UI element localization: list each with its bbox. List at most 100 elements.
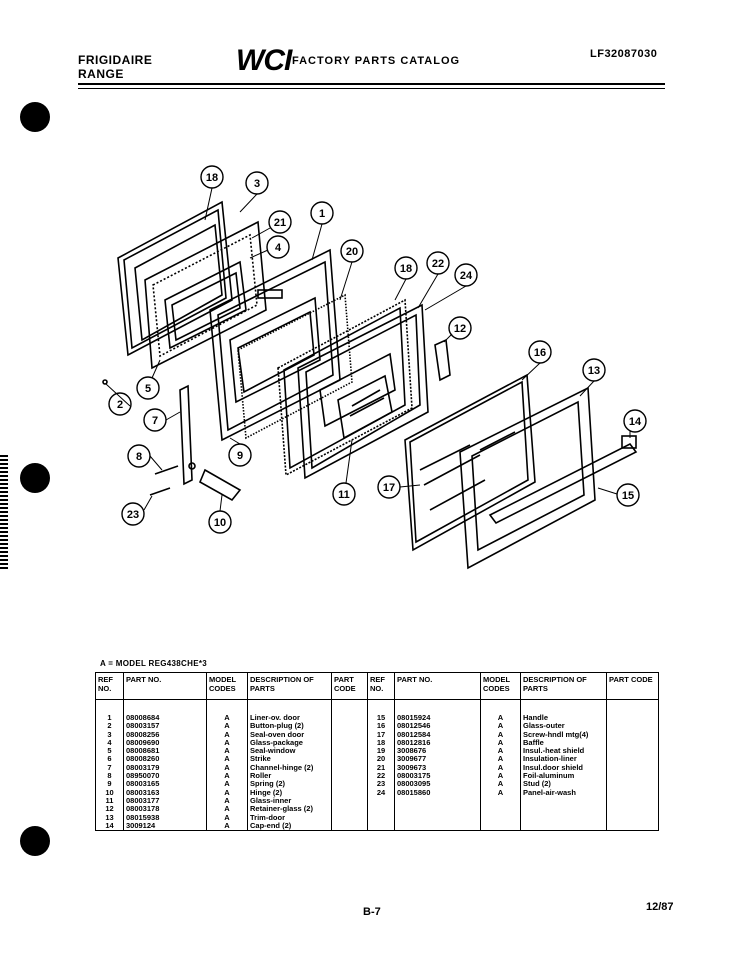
binder-hole-middle	[20, 463, 50, 493]
part-glass-outer	[404, 373, 536, 552]
header-model-codes: MODEL CODES	[480, 672, 521, 700]
header-ref-no: REF NO.	[367, 672, 395, 700]
description-cell	[520, 796, 607, 806]
callout-label: 20	[346, 246, 358, 258]
part-no-cell: 3009673	[394, 763, 481, 773]
model-code-cell	[480, 805, 521, 814]
callout-label: 22	[432, 258, 444, 270]
description-cell: Panel-air-wash	[520, 788, 607, 797]
ref-no-cell: 22	[367, 772, 395, 781]
wci-logo: WCI	[236, 44, 292, 77]
diagram-callouts	[108, 165, 647, 534]
description-cell	[520, 805, 607, 814]
model-code-cell: A	[480, 772, 521, 781]
model-code-cell	[480, 821, 521, 832]
part-no-cell: 08008684	[123, 714, 207, 723]
ref-no-cell: 19	[367, 747, 395, 756]
callout-label: 9	[237, 450, 243, 462]
ref-no-cell	[367, 813, 395, 822]
callout-bubble	[121, 502, 145, 526]
model-code-cell: A	[206, 772, 248, 781]
callout-label: 1	[319, 208, 325, 220]
ref-no-cell: 3	[95, 730, 124, 739]
part-no-cell: 08003095	[394, 780, 481, 789]
ref-no-cell	[367, 821, 395, 832]
part-code-cell	[606, 747, 659, 756]
part-no-cell: 08015924	[394, 714, 481, 723]
model-code-cell: A	[480, 714, 521, 723]
part-no-cell: 08012546	[394, 722, 481, 731]
ref-no-cell: 2	[95, 722, 124, 731]
ref-no-cell: 6	[95, 755, 124, 764]
part-no-cell: 08003178	[123, 805, 207, 814]
description-cell: Glass-inner	[247, 796, 332, 806]
model-code-cell: A	[206, 821, 248, 832]
part-no-cell	[394, 805, 481, 814]
callout-bubble	[332, 482, 356, 506]
callout-label: 13	[588, 365, 600, 377]
header-part-code: PART CODE	[331, 672, 368, 700]
ref-no-cell: 16	[367, 722, 395, 731]
part-no-cell: 08003163	[123, 788, 207, 797]
description-cell: Insulation-liner	[520, 755, 607, 764]
part-code-cell	[331, 714, 368, 723]
description-cell: Glass-outer	[520, 722, 607, 731]
part-no-cell: 08009690	[123, 738, 207, 748]
callout-bubble	[108, 392, 132, 416]
ref-no-cell: 23	[367, 780, 395, 789]
callout-label: 18	[206, 172, 218, 184]
part-code-cell	[331, 796, 368, 806]
part-code-cell	[606, 763, 659, 773]
part-code-cell	[331, 821, 368, 832]
part-glass-package	[144, 220, 267, 370]
part-seal-oven-door	[117, 200, 233, 357]
model-code-cell	[480, 796, 521, 806]
description-cell: Cap-end (2)	[247, 821, 332, 832]
callout-label: 18	[400, 263, 412, 275]
callout-bubble	[268, 210, 292, 234]
part-no-cell: 08012584	[394, 730, 481, 739]
ref-no-cell: 9	[95, 780, 124, 789]
description-cell: Glass-package	[247, 738, 332, 748]
model-code-cell: A	[480, 747, 521, 756]
description-cell: Hinge (2)	[247, 788, 332, 797]
description-cell: Trim-door	[247, 813, 332, 822]
callout-bubble	[136, 376, 160, 400]
model-code-cell: A	[206, 763, 248, 773]
callout-label: 5	[145, 383, 151, 395]
ref-no-cell: 7	[95, 763, 124, 773]
part-code-cell	[606, 714, 659, 723]
diagram-leaders	[105, 187, 631, 512]
callout-label: 7	[152, 415, 158, 427]
model-code-cell: A	[206, 755, 248, 764]
part-code-cell	[606, 755, 659, 764]
exploded-door-diagram: 18 3 21 4 1 20 18 22 24 12 16 13 14 15 5…	[102, 165, 647, 570]
part-no-cell: 08008260	[123, 755, 207, 764]
callout-label: 24	[460, 270, 473, 282]
part-baffle	[277, 298, 413, 477]
part-trim-door	[459, 386, 596, 570]
part-insulation-liner	[237, 293, 353, 440]
part-code-cell	[606, 738, 659, 748]
model-code-cell	[480, 813, 521, 822]
description-cell: Roller	[247, 772, 332, 781]
callout-label: 2	[117, 399, 123, 411]
part-no-cell	[394, 813, 481, 822]
model-code-cell: A	[206, 805, 248, 814]
description-cell: Channel-hinge (2)	[247, 763, 332, 773]
callout-label: 14	[629, 416, 642, 428]
model-code-cell: A	[480, 738, 521, 748]
ref-no-cell: 8	[95, 772, 124, 781]
description-cell: Strike	[247, 755, 332, 764]
diagram-parts	[102, 200, 638, 570]
binder-hole-bottom	[20, 826, 50, 856]
binder-hole-top	[20, 102, 50, 132]
model-code-cell: A	[480, 780, 521, 789]
